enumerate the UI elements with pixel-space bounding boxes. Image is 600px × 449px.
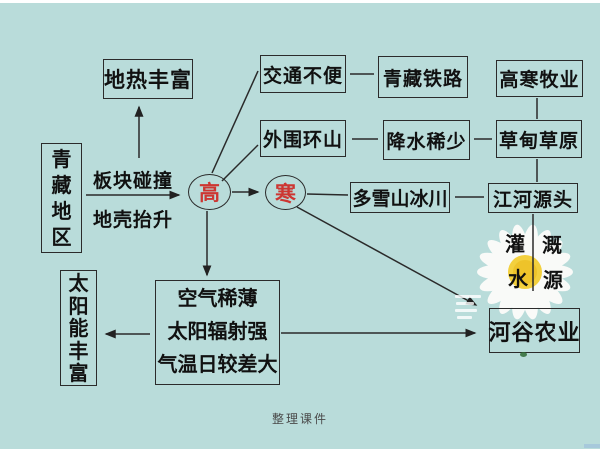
- node-solar-energy-rich: 太阳能丰富: [60, 270, 97, 386]
- node-label: 寒: [275, 181, 296, 206]
- label-irrigation-char: 源: [543, 270, 563, 292]
- node-cold-circle: 寒: [265, 175, 306, 210]
- node-climate-characteristics: 空气稀薄 太阳辐射强 气温日较差大: [155, 280, 280, 385]
- node-high-circle: 高: [188, 174, 231, 210]
- watermark-mark: [455, 309, 477, 312]
- slide-footer-text: 整理课件: [271, 412, 328, 426]
- node-river-sources: 江河源头: [488, 183, 578, 213]
- node-meadow-grassland: 草甸草原: [496, 120, 582, 158]
- node-transport-inconvenient: 交通不便: [260, 55, 346, 93]
- node-qinghai-tibet-railway: 青藏铁路: [378, 56, 468, 98]
- node-label: 高寒牧业: [499, 70, 580, 91]
- node-label: 高: [199, 181, 220, 205]
- node-label: 降水稀少: [386, 131, 467, 153]
- node-label-line: 气温日较差大: [157, 354, 278, 376]
- flower-leaf: [520, 352, 527, 357]
- node-label: 草甸草原: [498, 130, 579, 152]
- slide-top-border: [0, 0, 600, 3]
- node-label: 河谷农业: [488, 319, 581, 345]
- node-surrounded-by-mountains: 外围环山: [260, 120, 346, 157]
- label-irrigation-char: 灌: [505, 234, 525, 256]
- node-label: 青藏铁路: [382, 68, 463, 90]
- node-label-line: 空气稀薄: [177, 288, 258, 310]
- label-irrigation-char: 水: [508, 269, 528, 291]
- watermark-mark: [456, 302, 474, 305]
- node-scarce-precipitation: 降水稀少: [383, 120, 470, 160]
- label-plate-collision: 板块碰撞: [92, 171, 173, 192]
- node-label: 交通不便: [262, 65, 343, 87]
- node-qinghai-tibet-region: 青藏地区: [41, 143, 82, 253]
- node-label: 江河源头: [492, 189, 573, 211]
- corner-artifact: [584, 444, 600, 448]
- daisy-flower-image: [477, 224, 573, 320]
- watermark-mark: [455, 295, 481, 298]
- label-crust-uplift: 地壳抬升: [92, 210, 173, 231]
- node-label: 太阳能丰富: [68, 273, 89, 385]
- watermark-mark: [457, 316, 472, 319]
- node-snow-mountains-glaciers: 多雪山冰川: [350, 182, 450, 213]
- node-label: 地热丰富: [104, 68, 192, 92]
- node-valley-agriculture: 河谷农业: [489, 308, 580, 353]
- node-label: 外围环山: [262, 130, 343, 151]
- label-irrigation-char: 溉: [542, 235, 562, 257]
- node-label-line: 太阳辐射强: [167, 321, 268, 343]
- node-geothermal-rich: 地热丰富: [103, 59, 193, 99]
- node-label: 青藏地区: [51, 149, 72, 249]
- node-alpine-pastoral: 高寒牧业: [496, 60, 583, 97]
- node-label: 多雪山冰川: [352, 189, 448, 210]
